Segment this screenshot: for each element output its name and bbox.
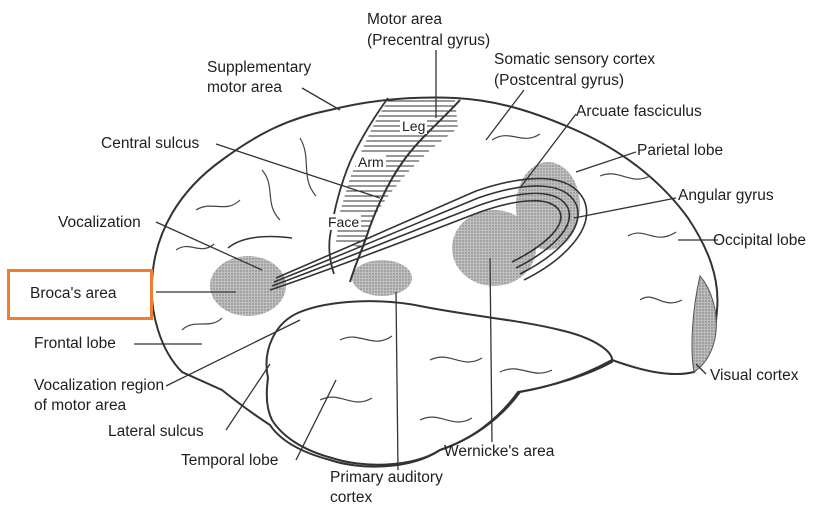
broca-area-region [210,256,286,316]
somatic-sub-label: (Postcentral gyrus) [494,71,624,91]
auditory-label-2: cortex [330,488,372,508]
arcuate-label: Arcuate fasciculus [576,102,702,122]
arm-label: Arm [356,154,386,170]
vocal-region-label: Vocalization region [34,376,164,396]
frontal-label: Frontal lobe [34,334,116,354]
primary-auditory-region [352,260,412,296]
motor-area-sub-label: (Precentral gyrus) [367,31,490,51]
face-label: Face [326,214,361,230]
supplementary-label: Supplementary [207,58,311,78]
temporal-label: Temporal lobe [181,451,278,471]
central-sulcus-label: Central sulcus [101,134,199,154]
occipital-label: Occipital lobe [713,231,806,251]
auditory-label: Primary auditory [330,468,443,488]
angular-gyrus-region [516,162,580,250]
broca-label: Broca's area [30,284,117,304]
wernicke-label: Wernicke's area [444,442,554,462]
vocal-region-label-2: of motor area [34,396,126,416]
leg-label: Leg [400,118,427,134]
angular-label: Angular gyrus [678,186,774,206]
parietal-label: Parietal lobe [637,141,723,161]
somatic-label: Somatic sensory cortex [494,50,655,70]
vocalization-label: Vocalization [58,213,141,233]
visual-label: Visual cortex [710,366,798,386]
lateral-label: Lateral sulcus [108,422,204,442]
supplementary-label-2: motor area [207,78,282,98]
motor-area-label: Motor area [367,10,442,30]
